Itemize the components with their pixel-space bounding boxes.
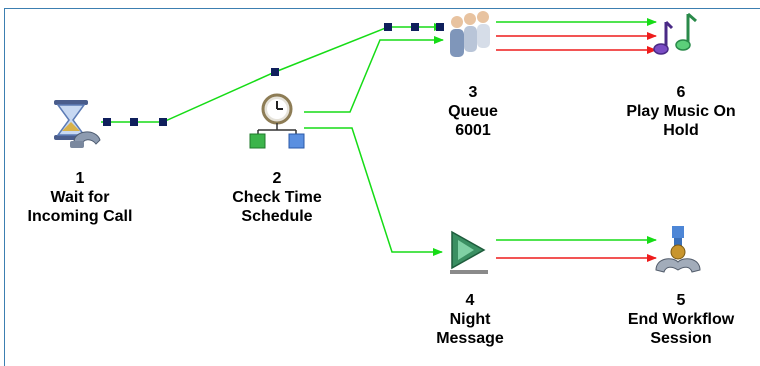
connection-handle[interactable] — [159, 118, 167, 126]
connection-handle[interactable] — [411, 23, 419, 31]
play-message-icon — [450, 230, 488, 274]
connection-schedule-to-queue[interactable] — [304, 36, 444, 113]
node-name-line: Play Music On — [626, 103, 736, 120]
people-queue-icon — [450, 11, 490, 57]
node-label-queue: 3 Queue 6001 — [448, 83, 498, 140]
hourglass-phone-icon — [54, 100, 101, 148]
node-number: 5 — [676, 292, 686, 309]
node-number: 6 — [676, 84, 686, 101]
node-number: 4 — [465, 292, 475, 309]
node-name-line: End Workflow — [627, 311, 735, 328]
canvas-frame-top — [4, 8, 760, 9]
connection-schedule-to-night[interactable] — [304, 127, 443, 256]
canvas-frame-left — [4, 8, 5, 366]
connection-handle[interactable] — [103, 118, 111, 126]
node-name-line: Check Time — [232, 189, 322, 206]
connection-handle[interactable] — [130, 118, 138, 126]
node-label-schedule: 2 Check Time Schedule — [232, 169, 322, 226]
connection-handle[interactable] — [271, 68, 279, 76]
node-name-line: Schedule — [241, 208, 313, 225]
connection-handle[interactable] — [436, 23, 444, 31]
music-notes-icon — [653, 12, 697, 55]
end-session-icon — [655, 226, 701, 273]
connection-handle[interactable] — [384, 23, 392, 31]
node-number: 1 — [75, 170, 85, 187]
node-label-wait: 1 Wait for Incoming Call — [28, 169, 133, 226]
node-label-music: 6 Play Music On Hold — [626, 83, 735, 140]
node-number: 2 — [272, 170, 282, 187]
node-name-line: 6001 — [455, 122, 491, 139]
node-name-line: Hold — [663, 122, 699, 139]
clock-schedule-icon — [249, 93, 305, 149]
node-name-line: Session — [650, 330, 712, 347]
node-label-end: 5 End Workflow Session — [628, 291, 734, 348]
node-name-line: Message — [436, 330, 504, 347]
node-label-night: 4 Night Message — [436, 291, 504, 348]
node-name-line: Wait for — [50, 189, 110, 206]
node-name-line: Night — [449, 311, 491, 328]
node-name-line: Queue — [448, 103, 498, 120]
node-name-line: Incoming Call — [27, 208, 133, 225]
node-number: 3 — [468, 84, 478, 101]
